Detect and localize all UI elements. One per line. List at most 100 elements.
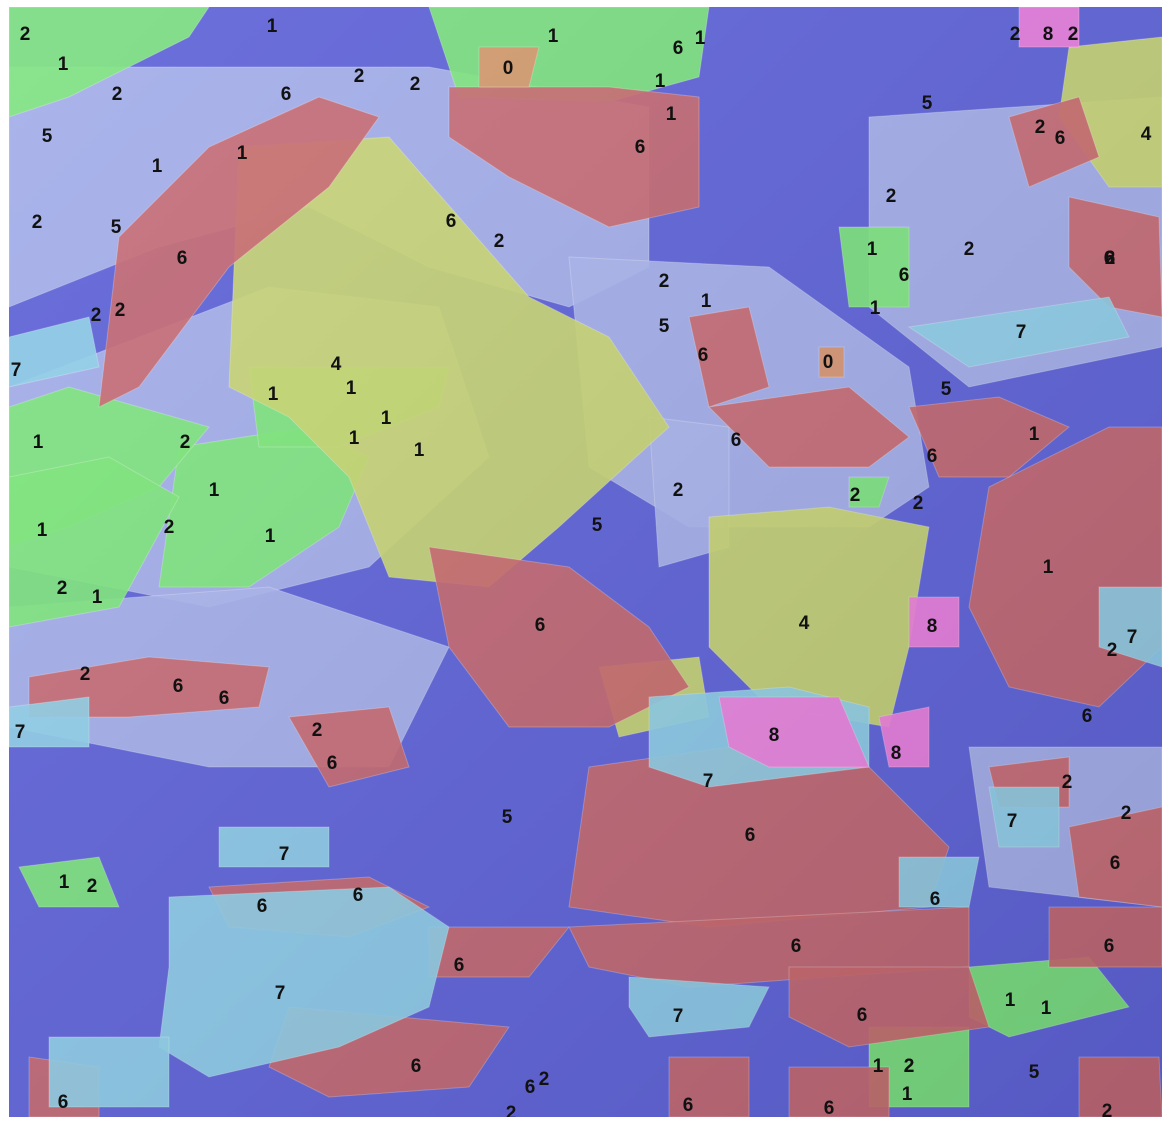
unit-label: 6 [824, 1098, 835, 1117]
unit-label: 2 [964, 239, 975, 260]
unit-label: 2 [904, 1056, 915, 1077]
unit-label: 5 [42, 126, 53, 147]
unit-label: 6 [446, 211, 457, 232]
unit-label: 2 [1068, 24, 1079, 45]
unit-label: 4 [799, 613, 810, 634]
unit-label: 2 [886, 186, 897, 207]
unit-label: 2 [80, 664, 91, 685]
unit-label: 2 [1062, 772, 1073, 793]
unit-label: 5 [922, 93, 933, 114]
unit-label: 8 [1043, 24, 1054, 45]
unit-label: 1 [867, 239, 878, 260]
unit-label: 6 [930, 889, 941, 910]
unit-label: 7 [279, 844, 290, 865]
unit-label: 1 [1043, 557, 1054, 578]
unit-label: 8 [769, 725, 780, 746]
unit-label: 6 [1055, 128, 1066, 149]
unit-label: 1 [265, 526, 276, 547]
unit-label: 0 [823, 352, 834, 373]
unit-label: 8 [927, 616, 938, 637]
unit-label: 6 [353, 885, 364, 906]
unit-label: 2 [1105, 248, 1116, 269]
unit-label: 1 [701, 291, 712, 312]
unit-label: 1 [414, 440, 425, 461]
unit-label: 2 [164, 517, 175, 538]
unit-label: 7 [1016, 322, 1027, 343]
unit-label: 2 [506, 1103, 517, 1117]
unit-label: 2 [112, 84, 123, 105]
unit-label: 1 [1041, 998, 1052, 1019]
unit-label: 2 [91, 305, 102, 326]
unit-label: 5 [659, 316, 670, 337]
unit-label: 6 [635, 137, 646, 158]
unit-label: 7 [275, 983, 286, 1004]
unit-label: 1 [666, 104, 677, 125]
unit-label: 0 [503, 58, 514, 79]
unit-label: 2 [1035, 117, 1046, 138]
unit-label: 5 [592, 515, 603, 536]
unit-label: 6 [1110, 853, 1121, 874]
unit-label: 2 [115, 300, 126, 321]
unit-label: 7 [15, 722, 26, 743]
unit-label: 8 [891, 743, 902, 764]
unit-label: 1 [1029, 424, 1040, 445]
unit-label: 2 [1010, 24, 1021, 45]
unit-label: 6 [1104, 936, 1115, 957]
unit-label: 6 [177, 248, 188, 269]
unit-label: 6 [173, 676, 184, 697]
unit-label: 6 [535, 615, 546, 636]
unit-label: 4 [1141, 124, 1152, 145]
unit-label: 6 [857, 1005, 868, 1026]
unit-label: 6 [1105, 248, 1116, 269]
unit-label: 6 [1082, 706, 1093, 727]
unit-label: 6 [927, 446, 938, 467]
unit-label: 1 [209, 480, 220, 501]
hillshade-overlay [9, 7, 1162, 1117]
unit-label: 2 [87, 876, 98, 897]
unit-label: 6 [525, 1077, 536, 1098]
unit-label: 6 [58, 1092, 69, 1113]
unit-label: 1 [873, 1056, 884, 1077]
unit-label: 6 [411, 1056, 422, 1077]
unit-label: 6 [327, 753, 338, 774]
unit-label: 2 [659, 271, 670, 292]
unit-label: 2 [20, 24, 31, 45]
unit-label: 7 [1127, 627, 1138, 648]
unit-label: 2 [539, 1069, 550, 1090]
unit-label: 6 [1104, 248, 1115, 269]
unit-label: 7 [1007, 811, 1018, 832]
unit-label: 5 [502, 807, 513, 828]
unit-label: 6 [673, 38, 684, 59]
unit-label: 1 [33, 432, 44, 453]
unit-label: 1 [152, 156, 163, 177]
unit-label: 2 [913, 493, 924, 514]
unit-label: 4 [331, 354, 342, 375]
unit-label: 2 [673, 480, 684, 501]
unit-label: 1 [268, 384, 279, 405]
unit-label: 1 [655, 71, 666, 92]
unit-label: 1 [92, 587, 103, 608]
unit-label: 2 [180, 432, 191, 453]
unit-label: 5 [111, 217, 122, 238]
unit-label: 1 [267, 16, 278, 37]
unit-label: 6 [257, 896, 268, 917]
unit-label: 1 [548, 26, 559, 47]
unit-label: 6 [219, 688, 230, 709]
unit-label: 1 [349, 428, 360, 449]
unit-label: 2 [32, 212, 43, 233]
unit-label: 2 [1102, 1101, 1113, 1117]
unit-label: 6 [899, 265, 910, 286]
unit-label: 1 [381, 408, 392, 429]
unit-label: 7 [11, 360, 22, 381]
unit-label: 2 [850, 485, 861, 506]
unit-label: 1 [695, 28, 706, 49]
unit-label: 2 [354, 66, 365, 87]
unit-label: 2 [1107, 640, 1118, 661]
unit-label: 2 [494, 231, 505, 252]
unit-label: 6 [454, 955, 465, 976]
unit-label: 2 [1121, 803, 1132, 824]
unit-label: 1 [902, 1084, 913, 1105]
unit-label: 6 [683, 1095, 694, 1116]
unit-label: 7 [673, 1006, 684, 1027]
